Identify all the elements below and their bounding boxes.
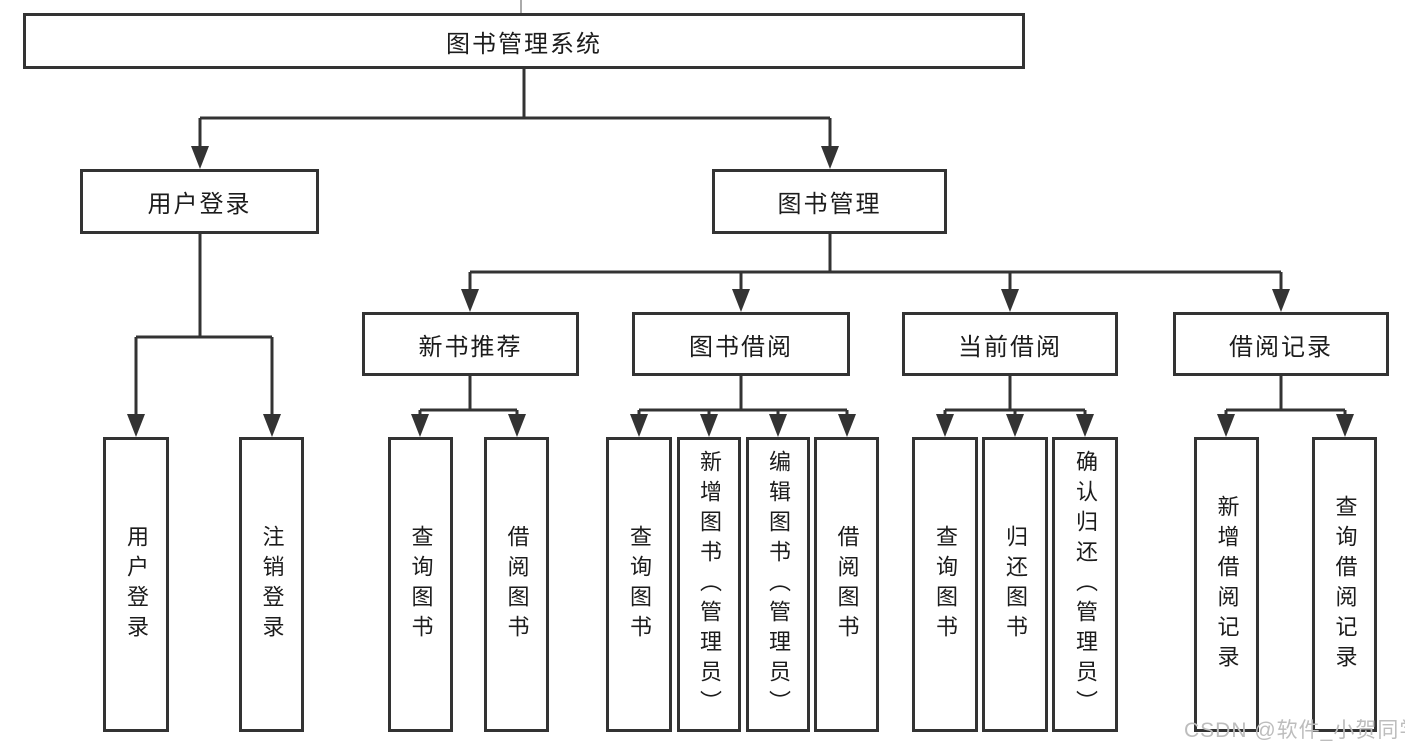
node-library-management-system: 图书管理系统 — [23, 13, 1025, 69]
node-label: 借阅记录 — [1229, 333, 1333, 361]
node-borrowing-records: 借阅记录 — [1173, 312, 1389, 376]
leaf-logout: 注销登录 — [239, 437, 304, 732]
leaf-query-books-current: 查询图书 — [912, 437, 978, 732]
leaf-user-login: 用户登录 — [103, 437, 169, 732]
leaf-label: 查询图书 — [627, 524, 652, 645]
leaf-query-borrow-record: 查询借阅记录 — [1312, 437, 1377, 732]
leaf-label: 编辑图书（管理员） — [766, 449, 791, 720]
node-label: 当前借阅 — [958, 333, 1062, 361]
leaf-label: 新增图书（管理员） — [697, 449, 722, 720]
node-book-borrowing: 图书借阅 — [632, 312, 850, 376]
arrowheads — [127, 146, 1354, 437]
node-new-book-recommendation: 新书推荐 — [362, 312, 579, 376]
node-user-login: 用户登录 — [80, 169, 319, 234]
leaf-borrow-books-borrowing: 借阅图书 — [814, 437, 879, 732]
csdn-watermark: CSDN @软件_小贺同学 — [1184, 719, 1405, 742]
node-book-management: 图书管理 — [712, 169, 947, 234]
leaf-label: 新增借阅记录 — [1214, 494, 1240, 675]
leaf-label: 借阅图书 — [834, 524, 860, 645]
node-label: 图书管理 — [777, 191, 882, 218]
leaf-borrow-books-recommend: 借阅图书 — [484, 437, 549, 732]
leaf-label: 确认归还（管理员） — [1073, 449, 1098, 720]
leaf-label: 归还图书 — [1003, 524, 1028, 645]
leaf-label: 查询图书 — [933, 524, 958, 645]
leaf-confirm-return-admin: 确认归还（管理员） — [1052, 437, 1118, 732]
leaf-label: 查询图书 — [408, 524, 434, 645]
node-label: 图书管理系统 — [446, 30, 602, 58]
leaf-label: 用户登录 — [124, 524, 149, 645]
leaf-query-books-recommend: 查询图书 — [388, 437, 453, 732]
leaf-add-books-admin: 新增图书（管理员） — [677, 437, 741, 732]
node-current-borrowing: 当前借阅 — [902, 312, 1118, 376]
leaf-label: 查询借阅记录 — [1332, 494, 1358, 675]
leaf-return-books: 归还图书 — [982, 437, 1048, 732]
leaf-query-books-borrowing: 查询图书 — [606, 437, 672, 732]
node-label: 图书借阅 — [689, 333, 793, 361]
leaf-add-borrow-record: 新增借阅记录 — [1194, 437, 1259, 732]
leaf-edit-books-admin: 编辑图书（管理员） — [746, 437, 810, 732]
leaf-label: 借阅图书 — [504, 524, 530, 645]
node-label: 用户登录 — [147, 191, 252, 218]
node-label: 新书推荐 — [418, 333, 523, 361]
leaf-label: 注销登录 — [259, 524, 285, 645]
